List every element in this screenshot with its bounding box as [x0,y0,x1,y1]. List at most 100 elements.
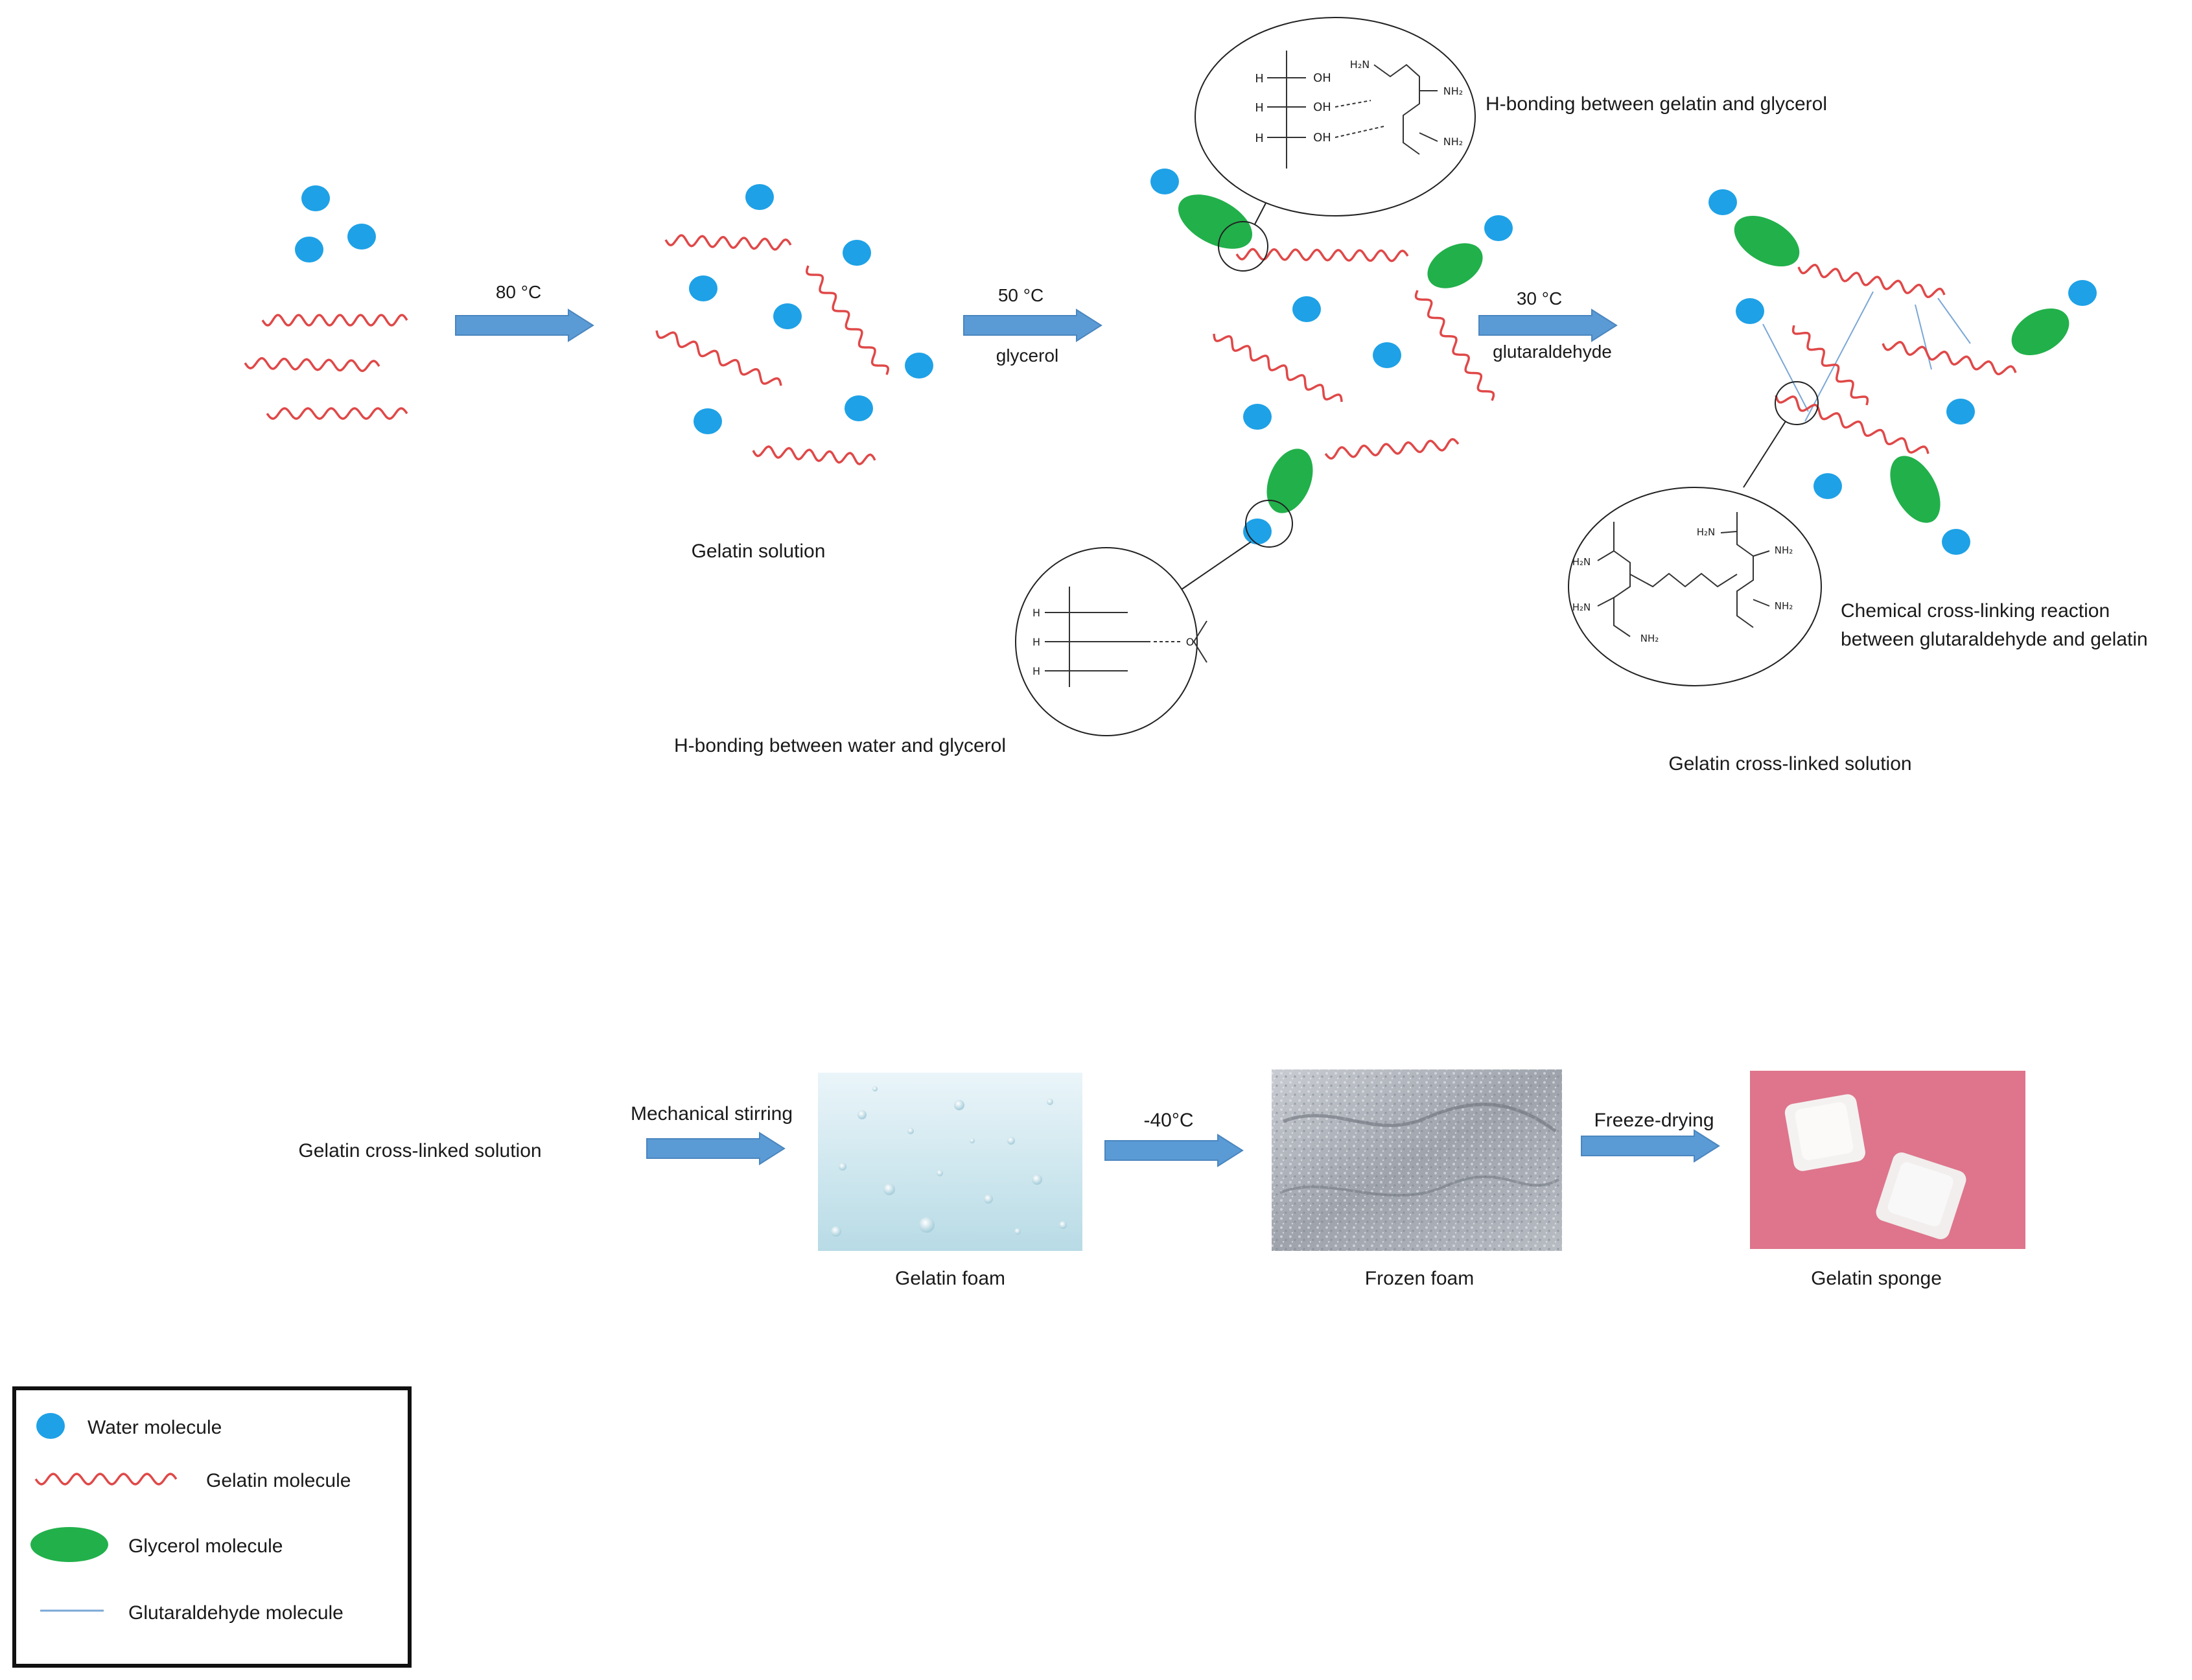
callout-hbond-water-glycerol: H H H O H-bonding between water and glyc… [674,500,1293,756]
arrow-sublabel: glycerol [996,345,1058,366]
water-molecule [845,395,873,421]
water-molecule [1292,296,1321,322]
chem-label: H₂N [1697,526,1716,538]
water-molecule [1243,404,1272,430]
arrow-label: Mechanical stirring [631,1103,793,1125]
glycerol-molecule-swatch [30,1527,108,1562]
arrow-icon [1104,1134,1244,1167]
chem-label: NH₂ [1443,135,1463,148]
gelatin-molecule [1414,290,1495,401]
process-arrow-50c-glycerol: 50 °C glycerol [963,285,1102,366]
zoom-detail-circle [1195,17,1476,216]
chem-label: H₂N [1350,58,1370,71]
legend-label: Glutaraldehyde molecule [128,1602,344,1624]
arrow-label: Freeze-drying [1594,1110,1714,1131]
water-molecule [694,408,722,434]
zoom-detail-circle [1568,487,1822,686]
callout-label-line1: Chemical cross-linking reaction [1841,600,2110,622]
gelatin-molecule [244,356,380,373]
product-label: Gelatin sponge [1811,1268,1942,1289]
process-arrow-minus40c: -40°C [1104,1110,1244,1167]
chem-label: O [1186,636,1195,648]
gelatin-molecule [1775,395,1930,454]
arrow-icon [1478,309,1618,342]
water-molecule [2068,280,2097,306]
gelatin-molecule [806,265,889,375]
chem-label: H [1255,101,1264,115]
legend: Water molecule Gelatin molecule Glycerol… [12,1386,412,1668]
zoom-target-circle [1218,221,1268,272]
callout-label: H-bonding between water and glycerol [674,735,1006,756]
chem-label: H [1255,132,1264,145]
water-molecule [1946,399,1975,425]
legend-item-gelatin: Gelatin molecule [34,1470,351,1491]
glycerol-molecule [1734,215,1800,267]
gelatin-molecule [664,234,792,251]
water-molecule [905,353,933,379]
process-arrow-mechanical-stirring: Mechanical stirring [631,1103,793,1165]
chem-label: NH₂ [1775,600,1793,612]
arrow-sublabel: glutaraldehyde [1493,342,1612,362]
gelatin-molecule [1882,341,2017,375]
gelatin-molecule [1791,325,1869,406]
process-arrow-80c: 80 °C [455,282,594,342]
chem-label: OH [1313,100,1331,114]
legend-box [12,1386,412,1668]
foam-bubbles [831,1086,1067,1237]
sponge-cube [1876,1152,1966,1239]
water-molecule [295,237,323,262]
legend-item-glycerol: Glycerol molecule [30,1527,283,1562]
callout-crosslinking-reaction: H₂N H₂N NH₂ H₂N NH₂ NH₂ Chemical cross-l… [1568,381,2148,686]
legend-label: Glycerol molecule [128,1535,283,1557]
chem-label: H [1032,607,1040,619]
bottom-process-row: Gelatin cross-linked solution Mechanical… [298,1069,2025,1289]
arrow-icon [963,309,1102,342]
stage-raw-components [244,185,408,420]
legend-item-glutaraldehyde: Glutaraldehyde molecule [40,1602,344,1624]
water-molecule [301,185,330,211]
water-molecule [1373,342,1401,368]
water-molecule [347,224,376,250]
arrow-label: 50 °C [998,285,1044,305]
callout-hbond-gelatin-glycerol: H H H OH OH OH H₂N NH₂ NH₂ H-bonding bet… [1195,17,1827,272]
gelatin-molecule [1213,333,1343,402]
stage-gelatin-solution: Gelatin solution [655,184,933,562]
gelatin-sponge-image: Gelatin sponge [1750,1071,2025,1289]
chem-label: H [1032,636,1040,648]
glycerol-molecule [1427,243,1483,288]
frozen-foam-image: Frozen foam [1272,1069,1562,1289]
hbond-gelatin-glycerol-structure: H H H OH OH OH H₂N NH₂ NH₂ [1255,51,1463,169]
arrow-icon [1581,1129,1720,1163]
callout-label: H-bonding between gelatin and glycerol [1486,93,1827,115]
glycerol-molecule [1266,449,1313,513]
gelatin-molecule [1235,248,1409,262]
chem-label: NH₂ [1640,633,1659,644]
water-molecule [843,240,871,266]
water-molecule [1942,529,1970,555]
legend-item-water: Water molecule [36,1413,222,1439]
water-molecule [1813,473,1842,499]
arrow-label: 80 °C [496,282,541,302]
arrow-icon [646,1132,786,1165]
water-molecule [773,303,802,329]
chem-label: H₂N [1572,601,1591,613]
glycerol-molecule [2011,308,2070,356]
arrow-icon [455,309,594,342]
arrow-label: -40°C [1143,1110,1193,1131]
gelatin-molecule [655,330,782,386]
gelatin-molecule [261,314,408,327]
sponge-cube [1784,1094,1865,1171]
stage-glycerol-mixture [1150,169,1513,544]
stage-crosslinked-solution: Gelatin cross-linked solution [1668,189,2097,775]
gelatin-molecule [752,445,876,465]
bottom-start-label: Gelatin cross-linked solution [298,1140,541,1161]
water-molecule [689,275,717,301]
water-molecule [1484,215,1513,241]
chem-label: NH₂ [1775,544,1793,556]
glycerol-molecule [1890,456,1941,523]
product-label: Gelatin foam [895,1268,1005,1289]
gelatin-molecule [266,407,408,420]
chem-label: H [1032,665,1040,677]
zoom-connector-line [1743,421,1786,488]
